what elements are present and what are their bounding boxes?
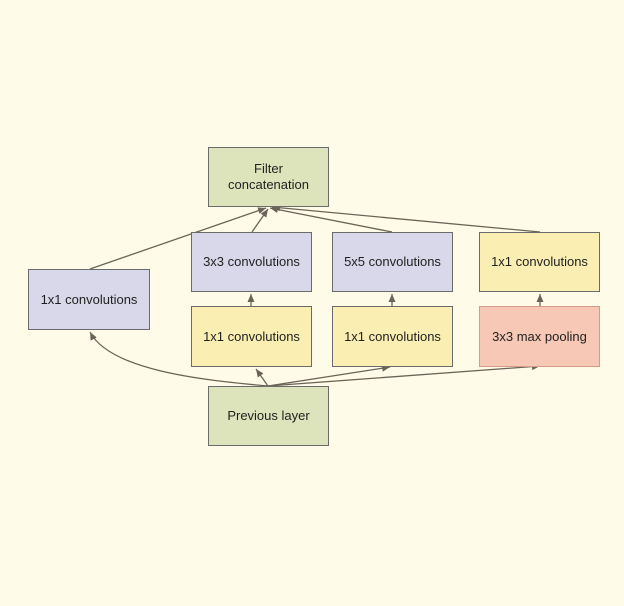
edge-prev-to-maxpool [267,363,541,387]
right-1x1-convolutions-node: 1x1 convolutions [479,232,600,292]
3x3-max-pooling-label: 3x3 max pooling [492,328,587,344]
edge-prev-to-left1x1 [89,331,269,387]
3x3-convolutions-label: 3x3 convolutions [203,254,300,269]
left-1x1-convolutions-node: 1x1 convolutions [28,269,150,330]
filter-concatenation-node: Filter concatenation [208,147,329,207]
3x3-convolutions-node: 3x3 convolutions [191,232,312,292]
filter-concatenation-label: Filter concatenation [228,161,309,192]
left-1x1-convolutions-label: 1x1 convolutions [40,291,138,307]
previous-layer-label: Previous layer [227,408,310,423]
reduce-5x5-1x1-convolutions-label: 1x1 convolutions [344,328,441,344]
edge-left1x1-to-filter [89,207,267,270]
reduce-3x3-1x1-convolutions-label: 1x1 convolutions [203,328,300,344]
reduce-5x5-1x1-convolutions-node: 1x1 convolutions [332,306,453,367]
edge-3x3-to-filter [251,208,269,233]
5x5-convolutions-node: 5x5 convolutions [332,232,453,292]
5x5-convolutions-label: 5x5 convolutions [344,254,441,269]
3x3-max-pooling-node: 3x3 max pooling [479,306,600,367]
reduce-3x3-1x1-convolutions-node: 1x1 convolutions [191,306,312,367]
edge-prev-to-reduce5x5 [267,364,391,387]
right-1x1-convolutions-label: 1x1 convolutions [491,254,588,269]
edge-prev-to-reduce3x3 [255,368,269,387]
edge-right1x1-to-filter [271,204,541,233]
edge-5x5-to-filter [269,206,393,233]
previous-layer-node: Previous layer [208,386,329,446]
